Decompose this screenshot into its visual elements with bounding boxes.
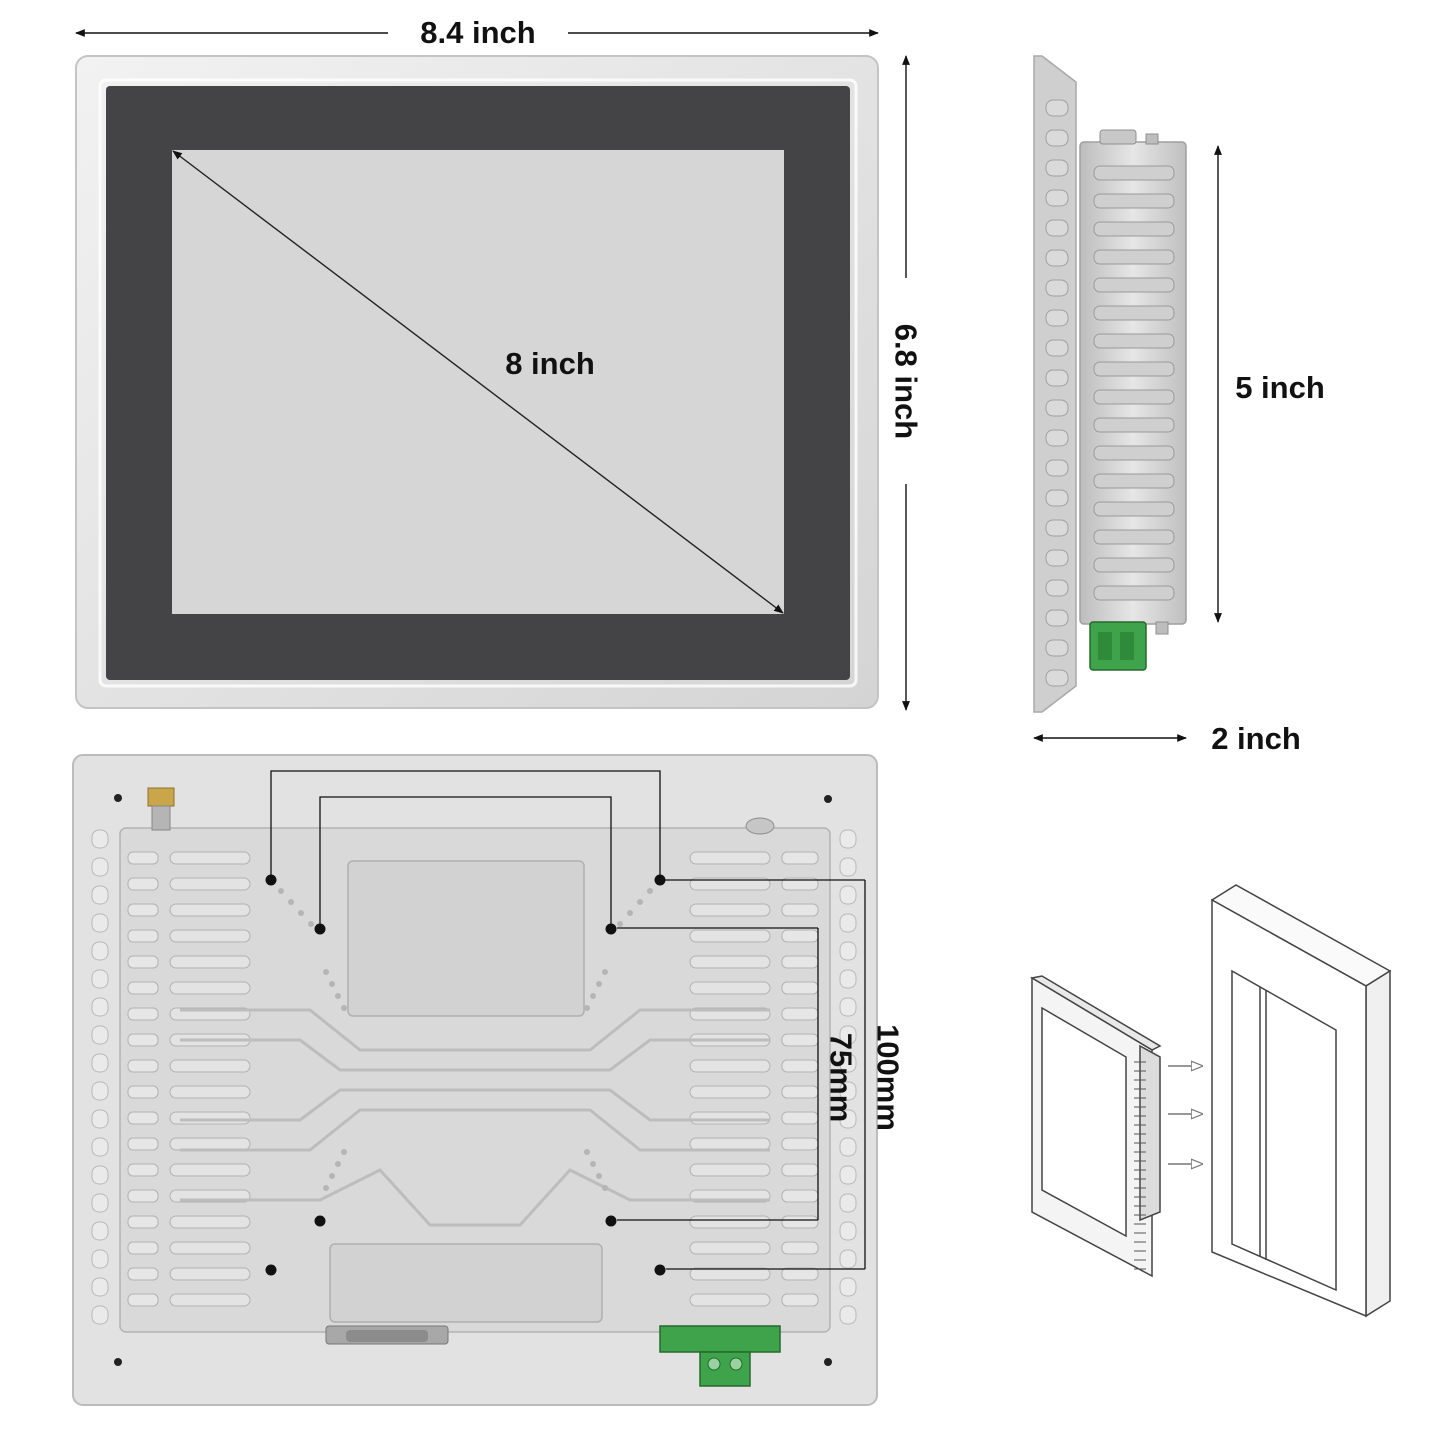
front-width-label: 8.4 inch (420, 15, 536, 50)
back-power-terminal (659, 1325, 781, 1353)
back-label-area-bottom (329, 1243, 603, 1323)
front-view (75, 55, 879, 709)
diagonal-dimension-line (172, 150, 784, 614)
screen-diagonal-label: 8 inch (505, 346, 595, 381)
side-depth-label: 2 inch (1211, 721, 1301, 756)
antenna-connector (147, 787, 175, 807)
vesa-dimension-lines (270, 770, 866, 1270)
heatsink-channels (180, 1008, 770, 1227)
front-height-label: 6.8 inch (888, 323, 924, 440)
mounting-illustration (1029, 884, 1392, 1318)
side-height-label: 5 inch (1235, 370, 1325, 405)
side-view (1033, 55, 1187, 713)
side-body (1079, 141, 1187, 625)
back-view (72, 754, 878, 1406)
back-heatsink (119, 827, 831, 1333)
side-top-connector (1099, 129, 1137, 145)
vesa-outer-label: 100mm (870, 1024, 906, 1131)
back-label-area-top (347, 860, 585, 1017)
vesa-inner-label: 75mm (823, 1032, 859, 1123)
